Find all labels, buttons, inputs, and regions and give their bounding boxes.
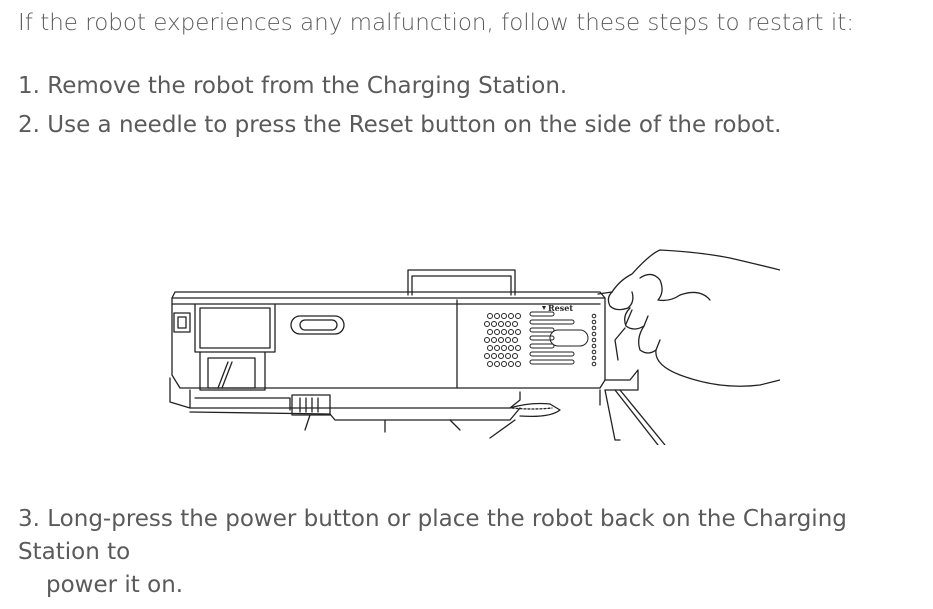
step-3-text-line-2: power it on. <box>46 572 184 598</box>
step-2-text: Use a needle to press the Reset button o… <box>47 112 782 138</box>
step-3-number: 3. <box>18 506 40 532</box>
step-2: 2. Use a needle to press the Reset butto… <box>18 112 781 138</box>
intro-text: If the robot experiences any malfunction… <box>18 10 855 36</box>
hand-illustration <box>597 249 780 387</box>
reset-button-outline <box>549 329 589 347</box>
step-3-text-line-1: Long-press the power button or place the… <box>18 506 847 565</box>
step-1-number: 1. <box>18 73 40 99</box>
robot-illustration-svg: Reset <box>169 249 780 445</box>
robot-reset-illustration: Reset <box>160 240 780 445</box>
step-1-text: Remove the robot from the Charging Stati… <box>47 73 568 99</box>
reset-label: Reset <box>548 303 573 313</box>
step-1: 1. Remove the robot from the Charging St… <box>18 73 567 99</box>
step-2-number: 2. <box>18 112 40 138</box>
reset-arrow-icon <box>542 306 546 310</box>
step-3: 3. Long-press the power button or place … <box>18 503 923 602</box>
vent-holes <box>484 313 521 367</box>
